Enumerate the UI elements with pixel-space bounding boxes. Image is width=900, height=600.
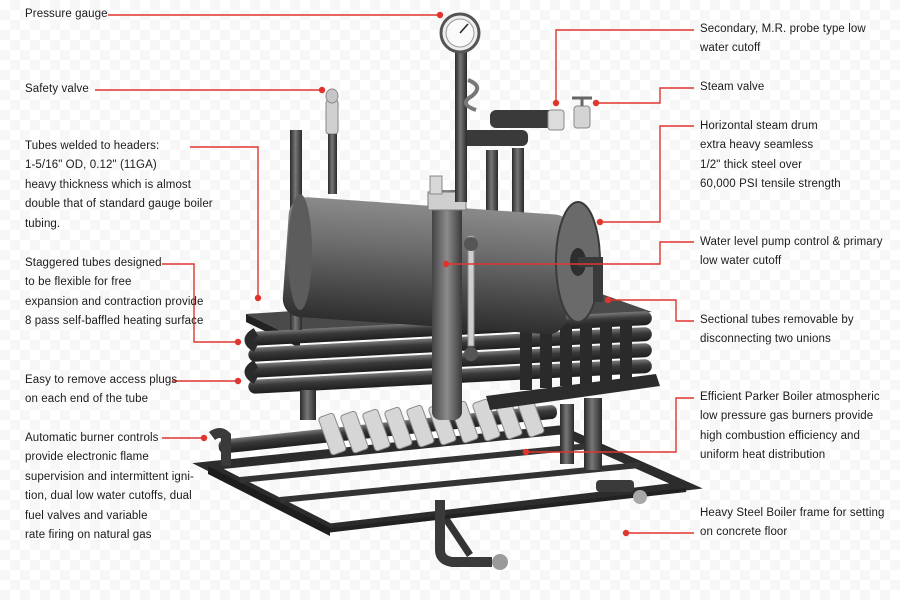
- label-pump-control: Water level pump control & primary low w…: [700, 233, 883, 272]
- label-tubes-welded: Tubes welded to headers: 1-5/16" OD, 0.1…: [25, 137, 213, 234]
- label-line: rate firing on natural gas: [25, 529, 152, 542]
- label-line: Tubes welded to headers:: [25, 140, 160, 152]
- label-line: heavy thickness which is almost: [25, 178, 192, 191]
- label-line: low water cutoff: [700, 255, 782, 268]
- label-line: to be flexible for free: [25, 276, 132, 289]
- label-line: on concrete floor: [700, 526, 788, 539]
- label-line: Horizontal steam drum: [700, 120, 818, 132]
- label-line: tion, dual low water cutoffs, dual: [25, 490, 192, 503]
- label-burner-controls: Automatic burner controls provide electr…: [25, 429, 194, 545]
- label-line: tubing.: [25, 217, 61, 230]
- label-line: disconnecting two unions: [700, 333, 831, 346]
- label-line: extra heavy seamless: [700, 139, 814, 152]
- steel-frame: [192, 425, 703, 557]
- label-line: 1-5/16" OD, 0.12" (11GA): [25, 159, 157, 172]
- safety-valve: [325, 88, 339, 194]
- label-line: Pressure gauge: [25, 8, 108, 20]
- leader-lines: [95, 11, 694, 537]
- label-line: Steam valve: [700, 81, 765, 93]
- label-frame: Heavy Steel Boiler frame for setting on …: [700, 504, 884, 543]
- label-access-plugs: Easy to remove access plugs on each end …: [25, 371, 177, 410]
- label-line: Heavy Steel Boiler frame for setting: [700, 507, 885, 519]
- leader-steam-valve: [596, 87, 694, 104]
- leader-steam-drum: [600, 125, 694, 223]
- label-pressure-gauge: Pressure gauge: [25, 5, 108, 24]
- label-line: double that of standard gauge boiler: [25, 198, 213, 211]
- label-staggered-tubes: Staggered tubes designed to be flexible …: [25, 254, 203, 332]
- label-line: Safety valve: [25, 83, 89, 95]
- label-steam-valve: Steam valve: [700, 78, 764, 97]
- label-line: 8 pass self-baffled heating surface: [25, 315, 204, 328]
- label-line: fuel valves and variable: [25, 509, 148, 522]
- label-line: provide electronic flame: [25, 451, 149, 464]
- label-line: Easy to remove access plugs: [25, 374, 178, 386]
- label-line: Efficient Parker Boiler atmospheric: [700, 391, 880, 403]
- steam-drum: [282, 194, 603, 335]
- label-line: supervision and intermittent igni-: [25, 470, 194, 483]
- label-line: on each end of the tube: [25, 393, 149, 406]
- label-low-water-cutoff: Secondary, M.R. probe type low water cut…: [700, 20, 866, 59]
- label-line: low pressure gas burners provide: [700, 410, 874, 423]
- label-line: Secondary, M.R. probe type low: [700, 23, 866, 35]
- label-line: Sectional tubes removable by: [700, 314, 854, 326]
- label-line: Water level pump control & primary: [700, 236, 883, 248]
- label-line: expansion and contraction provide: [25, 295, 204, 308]
- label-line: water cutoff: [700, 42, 761, 55]
- label-sectional-tubes: Sectional tubes removable by disconnecti…: [700, 311, 854, 350]
- label-line: Staggered tubes designed: [25, 257, 162, 269]
- pressure-gauge: [439, 12, 481, 202]
- label-line: uniform heat distribution: [700, 449, 826, 462]
- leader-staggered-tubes: [162, 263, 238, 343]
- label-steam-drum: Horizontal steam drum extra heavy seamle…: [700, 117, 841, 195]
- leader-sectional-tubes: [608, 299, 694, 322]
- leader-burners: [526, 397, 694, 453]
- label-line: high combustion efficiency and: [700, 429, 861, 442]
- leader-low-water-cutoff: [555, 29, 694, 103]
- water-column: [427, 175, 478, 420]
- label-burners: Efficient Parker Boiler atmospheric low …: [700, 388, 880, 466]
- leader-tubes-welded: [190, 146, 259, 298]
- steam-valve: [547, 96, 592, 131]
- label-safety-valve: Safety valve: [25, 80, 89, 99]
- label-line: Automatic burner controls: [25, 432, 159, 444]
- leader-pump-control: [446, 241, 694, 265]
- burner-assembly: [209, 394, 647, 570]
- label-line: 60,000 PSI tensile strength: [700, 178, 841, 191]
- label-line: 1/2" thick steel over: [700, 158, 803, 171]
